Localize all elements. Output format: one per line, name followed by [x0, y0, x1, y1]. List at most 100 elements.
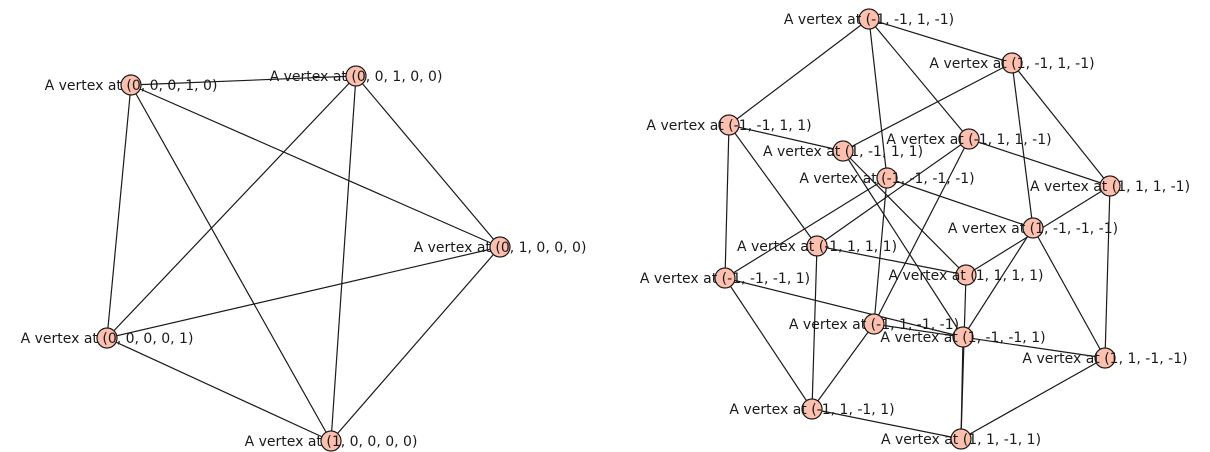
vertex-node [806, 235, 828, 257]
vertex-mpmp: A vertex at (-1, 1, -1, 1) [729, 398, 895, 420]
vertex-node [320, 430, 342, 452]
edge-v00010-v01000 [130, 84, 501, 248]
vertex-label: A vertex at (1, 0, 0, 0, 0) [245, 434, 418, 450]
edge-mpmp-ppmp [811, 408, 962, 440]
edge-mmpm-mmpp [728, 18, 870, 126]
edge-mppm-mppp [816, 138, 970, 247]
vertex-label: A vertex at (-1, -1, -1, -1) [799, 171, 974, 187]
edge-mmpm-mppm [868, 18, 970, 140]
vertex-node [345, 65, 367, 87]
edge-mmpm-mmmm [868, 18, 888, 179]
vertex-node [120, 74, 142, 96]
vertex-label: A vertex at (1, 1, 1, -1) [1030, 179, 1190, 195]
edge-mppp-mpmp [811, 245, 818, 410]
vertex-label: A vertex at (0, 0, 1, 0, 0) [270, 69, 443, 85]
vertex-label: A vertex at (0, 0, 0, 1, 0) [45, 78, 218, 94]
vertex-node [1001, 52, 1023, 74]
edge-mmpp-mmmp [724, 124, 730, 279]
vertex-pppp: A vertex at (1, 1, 1, 1) [888, 264, 1044, 286]
vertex-label: A vertex at (1, -1, 1, 1) [763, 144, 923, 160]
vertex-ppmm: A vertex at (1, 1, -1, -1) [1022, 347, 1188, 369]
edge-mmmm-mmmp [724, 177, 888, 279]
edge-mpmm-mpmp [811, 323, 875, 410]
vertex-node [832, 140, 854, 162]
vertex-label: A vertex at (1, 1, -1, 1) [881, 432, 1041, 448]
vertex-label: A vertex at (0, 0, 0, 0, 1) [21, 331, 194, 347]
edge-mppp-pppp [816, 245, 967, 276]
edge-pmmp-ppmp [960, 336, 964, 440]
vertex-mppm: A vertex at (-1, 1, 1, -1) [886, 128, 1052, 150]
complete-graph-k5: A vertex at (1, 0, 0, 0, 0) A vertex at (… [21, 65, 587, 452]
edge-v10000-v00001 [106, 337, 332, 442]
vertex-pppm: A vertex at (1, 1, 1, -1) [1030, 175, 1190, 197]
vertex-label: A vertex at (-1, 1, -1, -1) [789, 317, 959, 333]
edge-pmpp-pppp [842, 150, 967, 276]
vertex-node [858, 8, 880, 30]
edge-mmpp-mppp [728, 124, 818, 247]
edge-v00010-v00100 [130, 75, 357, 86]
edge-pppm-ppmm [1104, 185, 1111, 359]
vertex-node [1094, 347, 1116, 369]
vertex-v00001: A vertex at (0, 0, 0, 0, 1) [21, 327, 194, 349]
vertex-label: A vertex at (-1, -1, 1, -1) [784, 12, 954, 28]
edge-pmmm-pmmp [962, 227, 1034, 338]
vertex-label: A vertex at (1, -1, -1, 1) [880, 330, 1045, 346]
vertex-mppp: A vertex at (-1, 1, 1, 1) [737, 235, 897, 257]
vertex-node [1099, 175, 1121, 197]
k5-edges [106, 75, 501, 442]
edge-mpmm-ppmm [873, 323, 1106, 359]
vertex-v10000: A vertex at (1, 0, 0, 0, 0) [245, 430, 418, 452]
vertex-label: A vertex at (1, -1, -1, -1) [948, 221, 1118, 237]
edge-mmmp-mpmp [724, 277, 813, 410]
vertex-node [955, 264, 977, 286]
vertex-label: A vertex at (1, 1, 1, 1) [888, 268, 1043, 284]
edge-pmmm-ppmm [1032, 227, 1106, 359]
vertex-label: A vertex at (-1, 1, -1, 1) [729, 402, 894, 418]
vertex-pmmm: A vertex at (1, -1, -1, -1) [948, 217, 1118, 239]
vertex-mmmp: A vertex at (-1, -1, -1, 1) [640, 267, 810, 289]
edge-pmpm-pmpp [842, 62, 1013, 152]
edge-pmpm-pmmm [1011, 62, 1034, 229]
vertex-node [1022, 217, 1044, 239]
vertex-mmmm: A vertex at (-1, -1, -1, -1) [799, 167, 975, 189]
vertex-label: A vertex at (-1, -1, 1, 1) [646, 118, 811, 134]
vertex-pmpp: A vertex at (1, -1, 1, 1) [763, 140, 923, 162]
k5-vertices: A vertex at (1, 0, 0, 0, 0) A vertex at (… [21, 65, 587, 452]
vertex-label: A vertex at (-1, 1, 1, 1) [737, 239, 897, 255]
vertex-node [96, 327, 118, 349]
vertex-mmpp: A vertex at (-1, -1, 1, 1) [646, 114, 812, 136]
edge-v01000-v10000 [330, 246, 501, 442]
vertex-node [863, 313, 885, 335]
vertex-mmpm: A vertex at (-1, -1, 1, -1) [784, 8, 954, 30]
vertex-label: A vertex at (-1, -1, -1, 1) [640, 271, 810, 287]
vertex-node [718, 114, 740, 136]
edge-mppm-pppm [968, 138, 1111, 187]
edge-v00010-v00001 [106, 84, 132, 339]
edge-ppmm-ppmp [960, 357, 1106, 440]
edge-v00100-v01000 [355, 75, 501, 248]
vertex-label: A vertex at (-1, 1, 1, -1) [886, 132, 1051, 148]
edge-mmpp-pmpp [728, 124, 844, 152]
edge-mppm-mpmm [873, 138, 970, 325]
vertex-label: A vertex at (1, -1, 1, -1) [929, 56, 1094, 72]
vertex-node [958, 128, 980, 150]
edge-pmpm-pppm [1011, 62, 1111, 187]
edge-v01000-v00001 [106, 246, 501, 339]
edge-pmpp-pmmp [842, 150, 964, 338]
vertex-node [952, 326, 974, 348]
edge-v00100-v00001 [106, 75, 357, 339]
vertex-ppmp: A vertex at (1, 1, -1, 1) [881, 428, 1041, 450]
tesseract-vertices: A vertex at (-1, -1, 1, -1) A vertex at (… [640, 8, 1190, 450]
edge-mmmm-mpmm [873, 177, 888, 325]
edge-mmpm-pmpm [868, 18, 1013, 64]
vertex-label: A vertex at (0, 1, 0, 0, 0) [414, 240, 587, 256]
edge-mmmp-pmmp [724, 277, 964, 338]
vertex-node [801, 398, 823, 420]
vertex-node [714, 267, 736, 289]
edge-v00100-v10000 [330, 75, 357, 442]
vertex-v00100: A vertex at (0, 0, 1, 0, 0) [270, 65, 443, 87]
vertex-node [876, 167, 898, 189]
tesseract-graph: A vertex at (-1, -1, 1, -1) A vertex at (… [640, 8, 1190, 450]
vertex-node [489, 236, 511, 258]
